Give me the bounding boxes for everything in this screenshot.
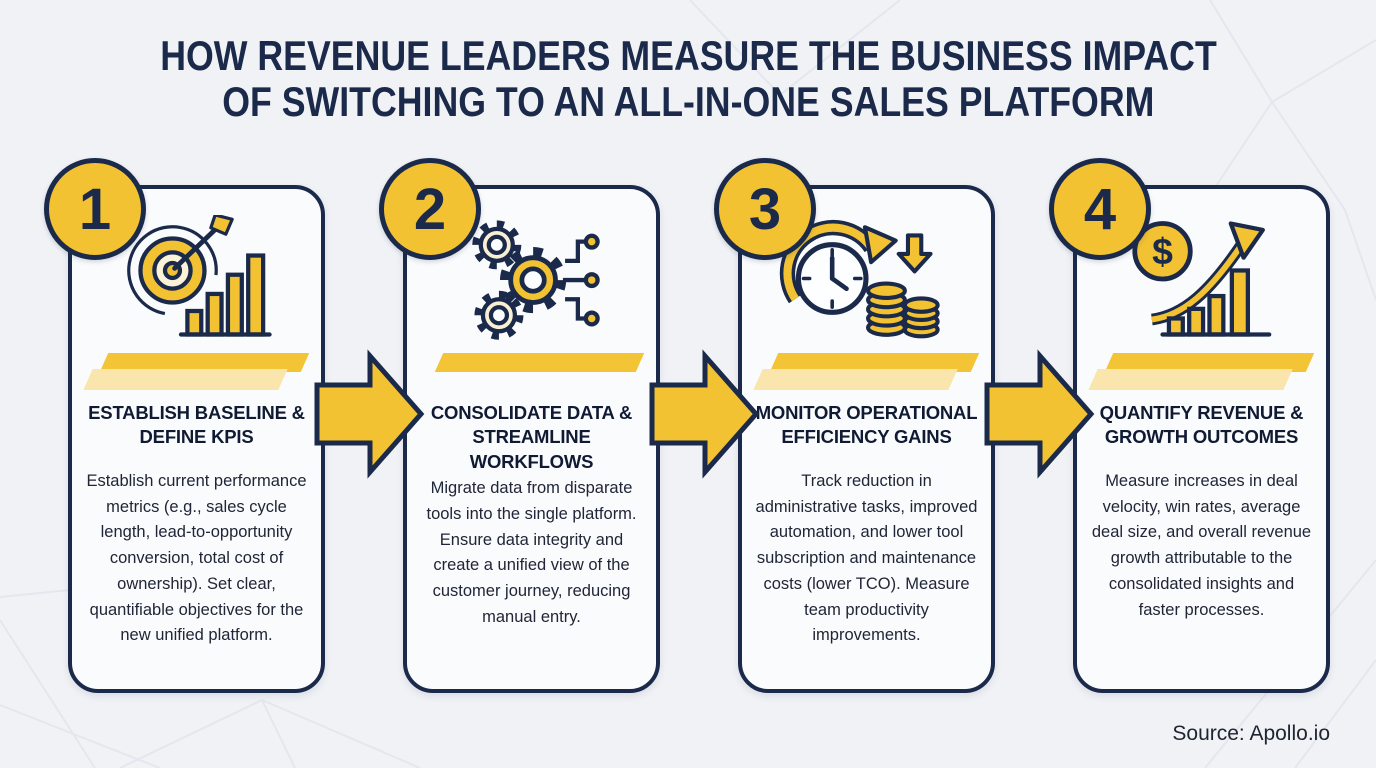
step-number-badge: 2 [379, 158, 481, 260]
dollar-sign-glyph: $ [1152, 230, 1173, 272]
step-card-2: 2 [379, 158, 660, 693]
page-title: HOW REVENUE LEADERS MEASURE THE BUSINESS… [0, 32, 1376, 126]
step-card-4: 4 $ QUANTIFY REVENUE & GROWTH OU [1049, 158, 1330, 693]
page-title-line-2: OF SWITCHING TO AN ALL-IN-ONE SALES PLAT… [221, 78, 1155, 126]
arrow-right-icon [314, 349, 425, 479]
step-description: Migrate data from disparate tools into t… [426, 479, 637, 626]
step-number-badge: 4 [1049, 158, 1151, 260]
highlight-bars [1077, 351, 1326, 393]
arrow-right-icon [984, 349, 1095, 479]
step-icon-wrap [407, 213, 656, 345]
step-heading: MONITOR OPERATIONAL EFFICIENCY GAINS [755, 402, 978, 448]
source-credit: Source: Apollo.io [1172, 722, 1330, 745]
step-number-badge: 3 [714, 158, 816, 260]
highlight-bar-light [1088, 369, 1293, 390]
step-heading: ESTABLISH BASELINE & DEFINE KPIS [88, 402, 305, 448]
highlight-bars [72, 351, 321, 393]
step-card-3: 3 [714, 158, 995, 693]
step-icon-wrap [72, 213, 321, 345]
dollar-growth-chart-icon: $ [1131, 221, 1271, 337]
gears-network-icon [471, 220, 600, 340]
step-icon-wrap: $ [1077, 213, 1326, 345]
arrow-right-icon [649, 349, 760, 479]
step-heading: QUANTIFY REVENUE & GROWTH OUTCOMES [1099, 402, 1304, 448]
step-description: Track reduction in administrative tasks,… [755, 472, 978, 645]
step-number-badge: 1 [44, 158, 146, 260]
step-heading: CONSOLIDATE DATA & STREAMLINE WORKFLOWS [430, 402, 633, 472]
page-title-line-1: HOW REVENUE LEADERS MEASURE THE BUSINESS… [159, 32, 1217, 79]
step-description: Establish current performance metrics (e… [86, 472, 307, 645]
step-card-1: 1 ESTABLISH BASELINE & DEFINE KPIS Estab… [44, 158, 325, 693]
highlight-bars [407, 351, 656, 393]
highlight-bar [434, 353, 645, 372]
target-bar-chart-icon [126, 215, 272, 337]
highlight-bar-light [753, 369, 958, 390]
step-description: Measure increases in deal velocity, win … [1091, 472, 1312, 619]
highlight-bar-light [83, 369, 288, 390]
highlight-bars [742, 351, 991, 393]
